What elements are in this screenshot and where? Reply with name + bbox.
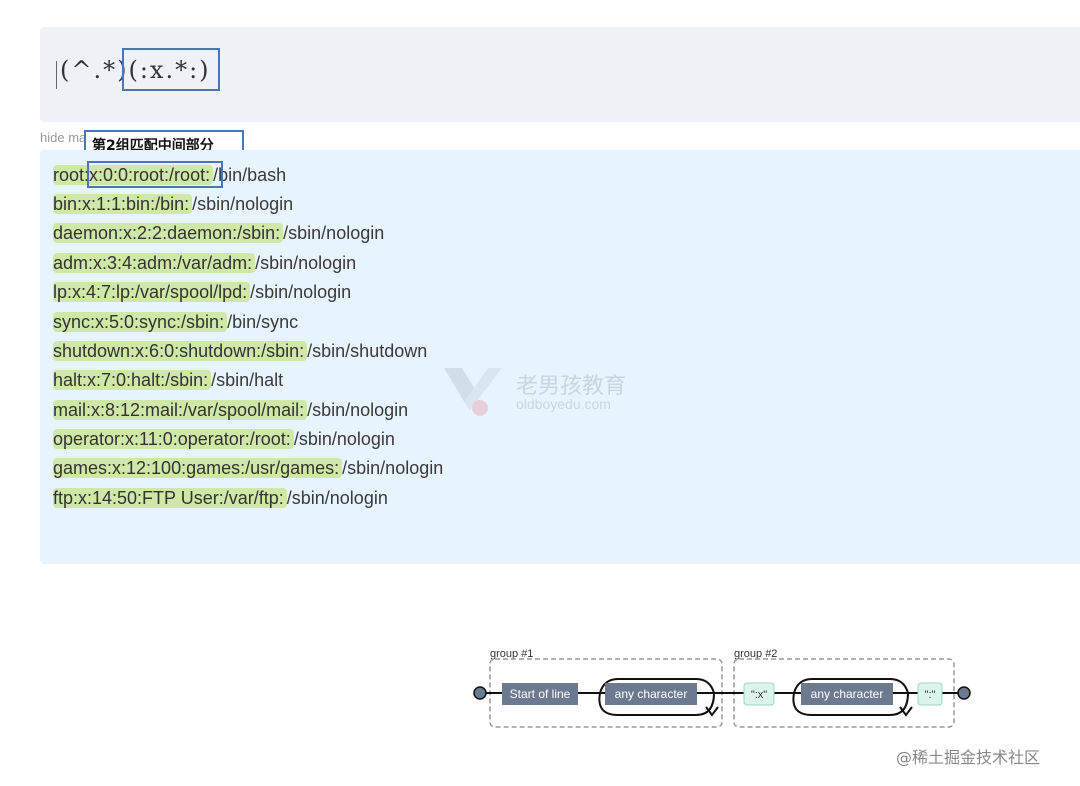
unmatched-text: /bin/bash [213,165,287,185]
unmatched-text: /bin/sync [227,312,299,332]
watermark-name: 老男孩教育 [516,374,627,399]
start-of-line-node [502,683,578,705]
regex-railroad-diagram: group #1 group #2 Start of line any char… [473,648,971,728]
group2-highlight-box [122,48,220,91]
loop-return-path [598,692,715,716]
unmatched-text: /sbin/halt [211,370,284,390]
start-of-line-text: Start of line [510,687,571,701]
loop-arrow-icon [899,706,913,717]
loop-path [599,678,715,694]
unmatched-text: /sbin/nologin [283,223,385,243]
match-results-panel: root:x:0:0:root:/root:/bin/bash bin:x:1:… [40,150,1080,564]
loop-arrow-icon [705,706,719,717]
watermark: 老男孩教育 oldboyedu.com [440,360,660,420]
unmatched-text: /sbin/nologin [192,194,294,214]
unmatched-text: /sbin/nologin [255,253,357,273]
regex-expression[interactable]: (^.*)(:x.*:) [60,56,211,84]
match-highlight: games:x:12:100:games:/usr/games: [53,458,343,478]
match-highlight: bin:x:1:1:bin:/bin: [53,194,193,214]
result-line: mail:x:8:12:mail:/var/spool/mail:/sbin/n… [53,397,408,424]
loop-return-path [792,692,909,716]
result-line: ftp:x:14:50:FTP User:/var/ftp:/sbin/nolo… [53,485,388,512]
result-line: sync:x:5:0:sync:/sbin:/bin/sync [53,309,298,336]
group2-label: group #2 [734,648,777,660]
literal-x-text: ":x" [751,689,767,701]
match-highlight: ftp:x:14:50:FTP User:/var/ftp: [53,488,287,508]
oldboy-logo-icon [444,368,502,416]
unmatched-text: /sbin/nologin [342,458,444,478]
result-line: daemon:x:2:2:daemon:/sbin:/sbin/nologin [53,220,384,247]
regex-input-bar[interactable]: (^.*)(:x.*:) [40,27,1080,122]
watermark-domain: oldboyedu.com [516,396,611,412]
match-highlight: daemon:x:2:2:daemon:/sbin: [53,223,284,243]
literal-colon-text: ":" [925,689,936,701]
start-node [473,686,487,700]
match-highlight: mail:x:8:12:mail:/var/spool/mail: [53,400,308,420]
match-highlight: lp:x:4:7:lp:/var/spool/lpd: [53,282,251,302]
literal-colon-node [917,682,943,706]
match-highlight: root:x:0:0:root:/root: [53,165,214,185]
unmatched-text: /sbin/nologin [307,400,409,420]
match-highlight: halt:x:7:0:halt:/sbin: [53,370,212,390]
literal-x-node [743,682,775,706]
result-line: games:x:12:100:games:/usr/games:/sbin/no… [53,455,443,482]
footer-brand: @稀土掘金技术社区 [896,748,1041,767]
match-highlight: shutdown:x:6:0:shutdown:/sbin: [53,341,308,361]
group2-match-box [87,161,223,188]
any-character-node-2 [801,683,893,705]
match-highlight: sync:x:5:0:sync:/sbin: [53,312,228,332]
text-caret [56,61,57,89]
result-line: lp:x:4:7:lp:/var/spool/lpd:/sbin/nologin [53,279,351,306]
match-highlight: adm:x:3:4:adm:/var/adm: [53,253,256,273]
match-highlight: operator:x:11:0:operator:/root: [53,429,294,449]
result-line: root:x:0:0:root:/root:/bin/bash [53,162,286,189]
any-character-node-1 [605,683,697,705]
unmatched-text: /sbin/shutdown [307,341,428,361]
loop-path [793,678,909,694]
any-character-text-1: any character [615,687,688,701]
result-line: adm:x:3:4:adm:/var/adm:/sbin/nologin [53,250,356,277]
result-line: shutdown:x:6:0:shutdown:/sbin:/sbin/shut… [53,338,427,365]
result-line: operator:x:11:0:operator:/root:/sbin/nol… [53,426,395,453]
result-line: halt:x:7:0:halt:/sbin:/sbin/halt [53,367,283,394]
any-character-text-2: any character [811,687,884,701]
end-node [957,686,971,700]
group1-label: group #1 [490,648,533,660]
unmatched-text: /sbin/nologin [293,429,395,449]
result-line: bin:x:1:1:bin:/bin:/sbin/nologin [53,191,293,218]
unmatched-text: /sbin/nologin [286,488,388,508]
unmatched-text: /sbin/nologin [250,282,352,302]
